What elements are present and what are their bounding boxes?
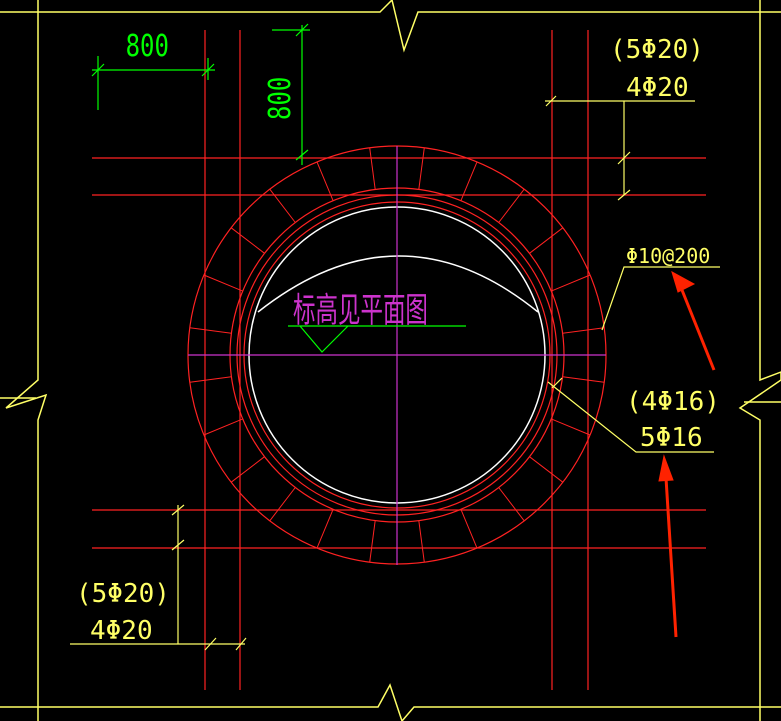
elevation-marker-icon: [288, 325, 466, 353]
radial-stirrup: [562, 376, 605, 383]
left-wall-edge: [5, 0, 48, 721]
red-arrow-icon: [658, 270, 716, 638]
radial-stirrup: [551, 418, 591, 436]
radial-stirrup: [269, 487, 296, 522]
radial-stirrup: [529, 456, 564, 483]
radial-stirrup: [189, 327, 232, 334]
radial-stirrup: [269, 188, 296, 223]
radial-stirrup: [316, 509, 334, 549]
radial-stirrup: [369, 520, 376, 563]
dimension-vertical-text: 800: [263, 77, 297, 120]
radial-stirrup: [460, 161, 478, 201]
radial-stirrup: [230, 456, 265, 483]
label-bottom-left-a: (5Φ20): [76, 579, 170, 609]
zigzag-break-icon: [0, 397, 781, 403]
radial-stirrup: [189, 376, 232, 383]
rebar-grid: [92, 30, 706, 690]
label-ring-b: 5Φ16: [640, 423, 703, 453]
elevation-note-text: 标高见平面图: [293, 290, 428, 330]
radial-stirrup: [460, 509, 478, 549]
top-wall-edge: [0, 0, 781, 53]
label-stirrup: Φ10@200: [626, 244, 710, 268]
radial-stirrup: [551, 274, 591, 292]
radial-stirrup: [203, 274, 243, 292]
radial-stirrup: [498, 188, 525, 223]
opening-arc: [257, 255, 539, 313]
radial-stirrup: [230, 227, 265, 254]
label-ring-a: (4Φ16): [626, 387, 720, 417]
dimensions: [91, 23, 310, 165]
radial-stirrup: [562, 327, 605, 334]
radial-stirrup: [369, 147, 376, 190]
right-wall-edge: [738, 0, 781, 721]
radial-stirrup: [418, 520, 425, 563]
leaders: [70, 95, 720, 651]
radial-stirrup: [316, 161, 334, 201]
bottom-wall-edge: [0, 683, 781, 721]
radial-stirrup: [203, 418, 243, 436]
radial-stirrup: [529, 227, 564, 254]
label-top-right-a: (5Φ20): [610, 35, 704, 65]
label-bottom-left-b: 4Φ20: [90, 616, 153, 646]
rebar-labels: (5Φ20) 4Φ20 Φ10@200 (4Φ16) 5Φ16 (5Φ20) 4…: [76, 35, 720, 646]
radial-stirrup: [418, 147, 425, 190]
radial-stirrup: [498, 487, 525, 522]
label-top-right-b: 4Φ20: [626, 73, 689, 103]
dimension-horizontal-text: 800: [126, 29, 169, 63]
radial-stirrups: [189, 147, 605, 563]
centerlines: [188, 146, 606, 565]
